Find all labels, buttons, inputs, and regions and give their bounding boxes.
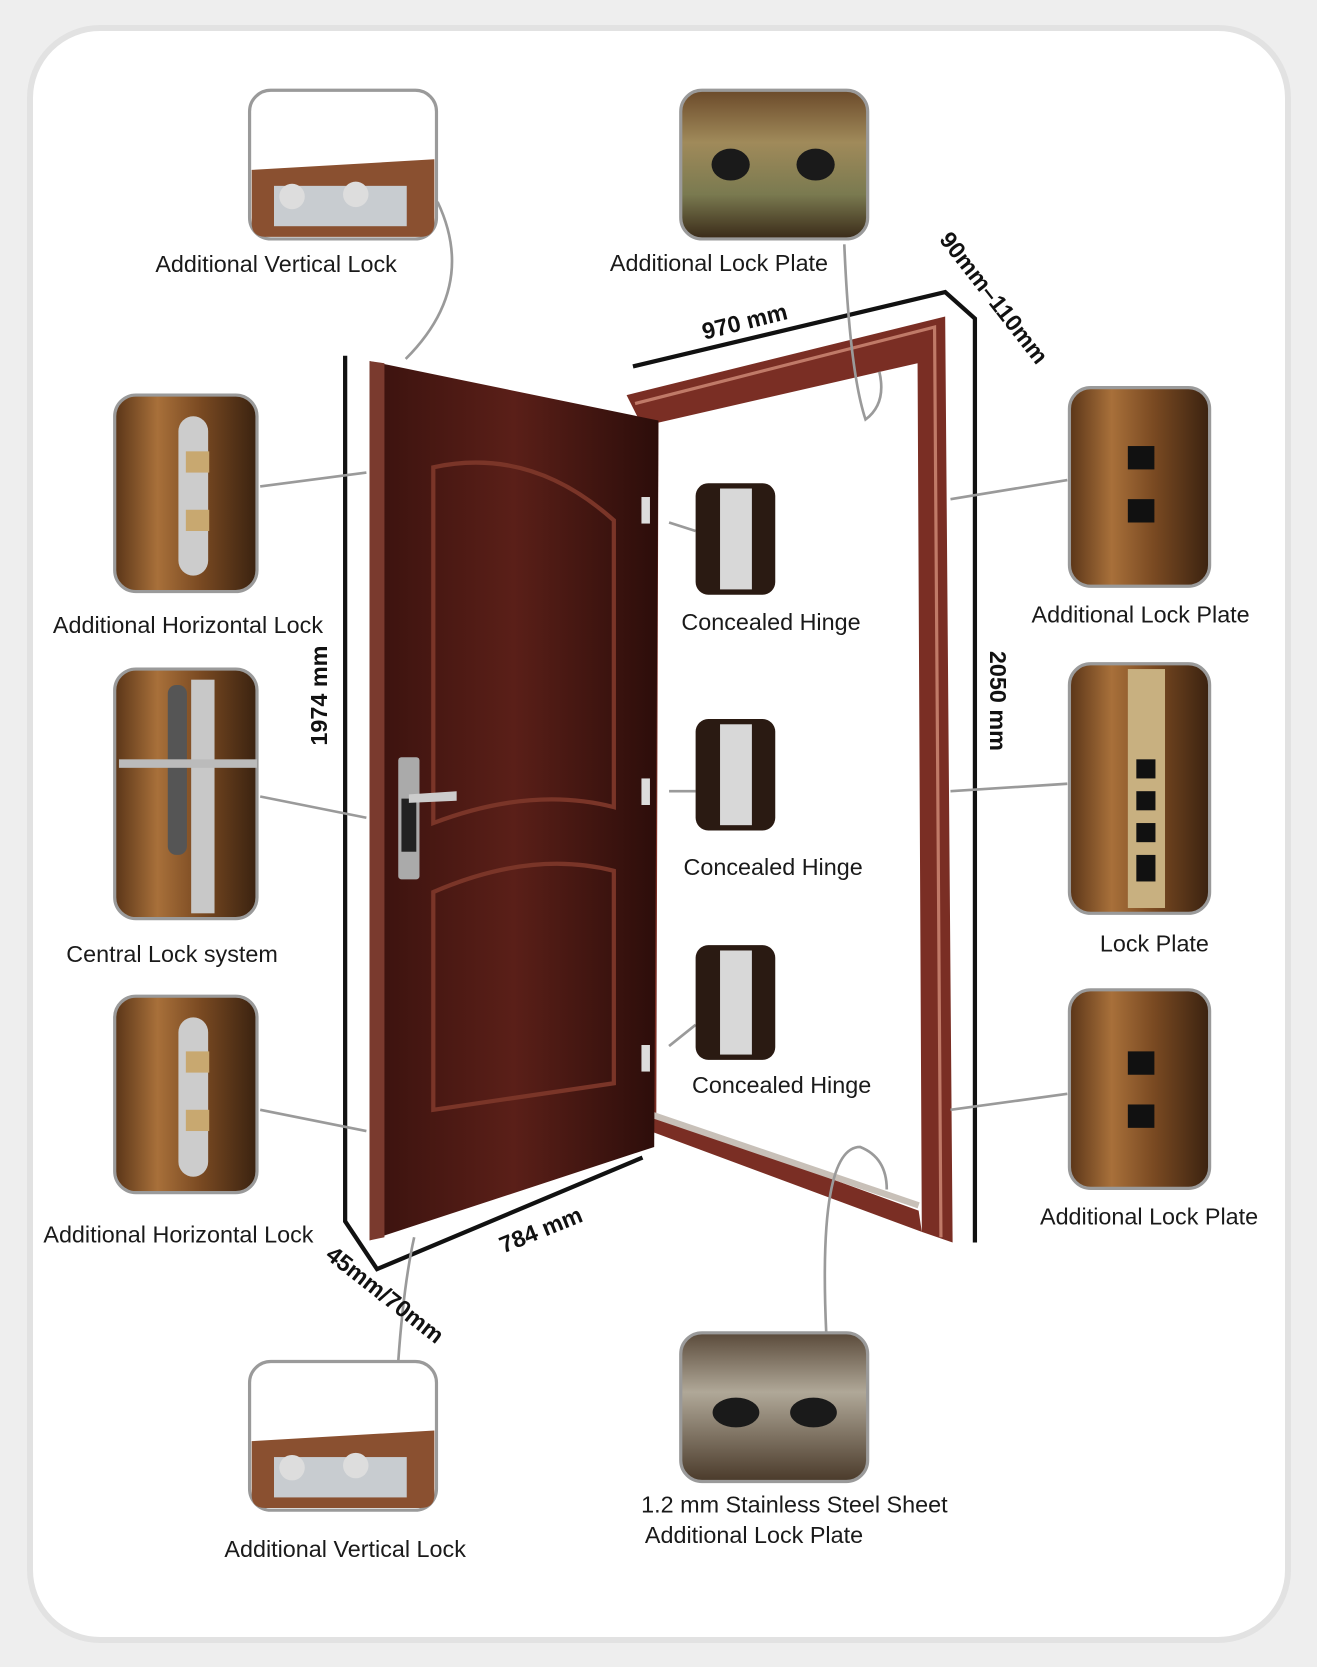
hinge-image-1 xyxy=(695,483,776,595)
lock-plate-image-right-1 xyxy=(1067,386,1212,588)
door-leaf xyxy=(369,361,659,1241)
label-lock-plate: Lock Plate xyxy=(1100,931,1209,957)
label-additional-vertical-lock-top: Additional Vertical Lock xyxy=(155,251,397,277)
vertical-lock-image-bottom xyxy=(247,1359,439,1512)
label-concealed-hinge-3: Concealed Hinge xyxy=(692,1072,871,1098)
leader-lines xyxy=(259,201,1068,1362)
lock-plate-image-top xyxy=(679,88,870,241)
horizontal-lock-image-2 xyxy=(113,994,259,1195)
label-additional-horizontal-lock-2: Additional Horizontal Lock xyxy=(43,1222,313,1248)
label-concealed-hinge-2: Concealed Hinge xyxy=(684,854,863,880)
label-additional-lock-plate-right-1: Additional Lock Plate xyxy=(1032,601,1250,627)
horizontal-lock-image-1 xyxy=(113,393,259,594)
label-additional-vertical-lock-bottom: Additional Vertical Lock xyxy=(224,1536,466,1562)
hinge-image-2 xyxy=(695,718,776,831)
callout-images xyxy=(113,88,1212,1512)
label-additional-lock-plate-bottom: Additional Lock Plate xyxy=(645,1522,863,1548)
vertical-lock-image-top xyxy=(247,88,439,241)
label-central-lock-system: Central Lock system xyxy=(66,941,278,967)
lock-plate-image-right-2 xyxy=(1067,662,1212,915)
label-additional-lock-plate-top: Additional Lock Plate xyxy=(610,250,828,276)
steel-plate-image-bottom xyxy=(679,1331,870,1484)
lock-plate-image-right-3 xyxy=(1067,988,1212,1190)
label-additional-horizontal-lock-1: Additional Horizontal Lock xyxy=(53,612,323,638)
dimension-lines xyxy=(343,289,978,1272)
hinge-image-3 xyxy=(695,945,776,1060)
dim-frame-height: 2050 mm xyxy=(985,651,1011,751)
dim-door-height: 1974 mm xyxy=(306,646,332,746)
central-lock-image xyxy=(113,667,259,921)
label-concealed-hinge-1: Concealed Hinge xyxy=(681,609,860,635)
label-additional-lock-plate-right-3: Additional Lock Plate xyxy=(1040,1203,1258,1229)
label-stainless-steel-sheet: 1.2 mm Stainless Steel Sheet xyxy=(641,1491,948,1517)
door-frame xyxy=(626,316,953,1243)
